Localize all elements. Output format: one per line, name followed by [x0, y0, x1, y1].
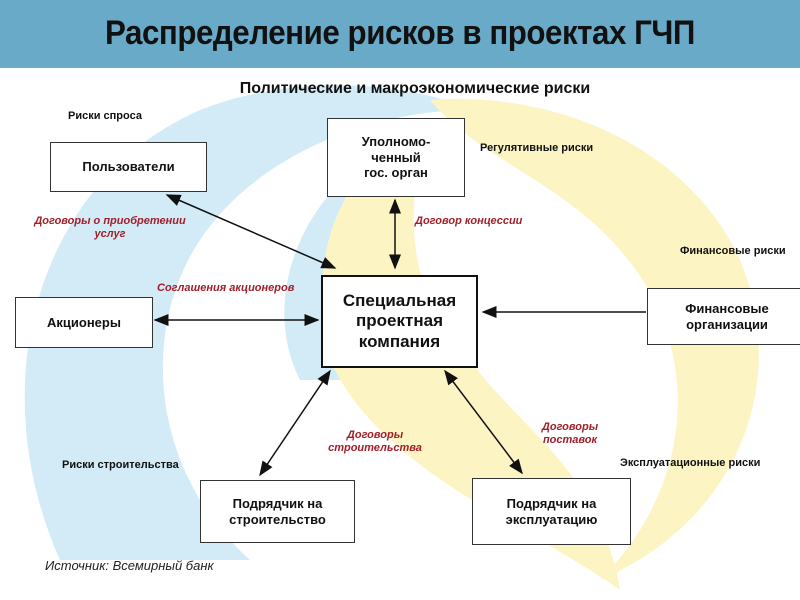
risk-demand: Риски спроса [68, 110, 142, 122]
box-authority: Уполномо- ченный гос. орган [327, 118, 465, 197]
source-note: Источник: Всемирный банк [45, 558, 214, 573]
arrow-users-spv [165, 194, 337, 269]
box-spv: Специальная проектная компания [321, 275, 478, 368]
contract-concession: Договор концессии [415, 215, 523, 227]
contract-construction: Договоры строительства [328, 429, 422, 454]
header-bar [0, 0, 800, 68]
subtitle-political-risks: Политические и макроэкономические риски [239, 80, 591, 97]
risk-operational: Эксплуатационные риски [620, 457, 761, 469]
contract-supply: Договоры поставок [541, 421, 599, 446]
risk-regulatory: Регулятивные риски [480, 142, 594, 154]
arrow-construction-spv [259, 369, 331, 477]
risk-financial: Финансовые риски [680, 245, 786, 257]
box-operation-contractor: Подрядчик на эксплуатацию [472, 478, 631, 545]
page-title: Распределение рисков в проектах ГЧП [105, 14, 695, 52]
contract-shareholders: Соглашения акционеров [157, 282, 295, 294]
contract-services: Договоры о приобретении услуг [34, 215, 186, 240]
arrow-operation-spv [444, 369, 523, 475]
box-shareholders: Акционеры [15, 297, 153, 348]
risk-construction: Риски строительства [62, 459, 179, 471]
box-construction-contractor: Подрядчик на строительство [200, 480, 355, 543]
box-users: Пользователи [50, 142, 207, 192]
box-financiers: Финансовые организации [647, 288, 800, 345]
